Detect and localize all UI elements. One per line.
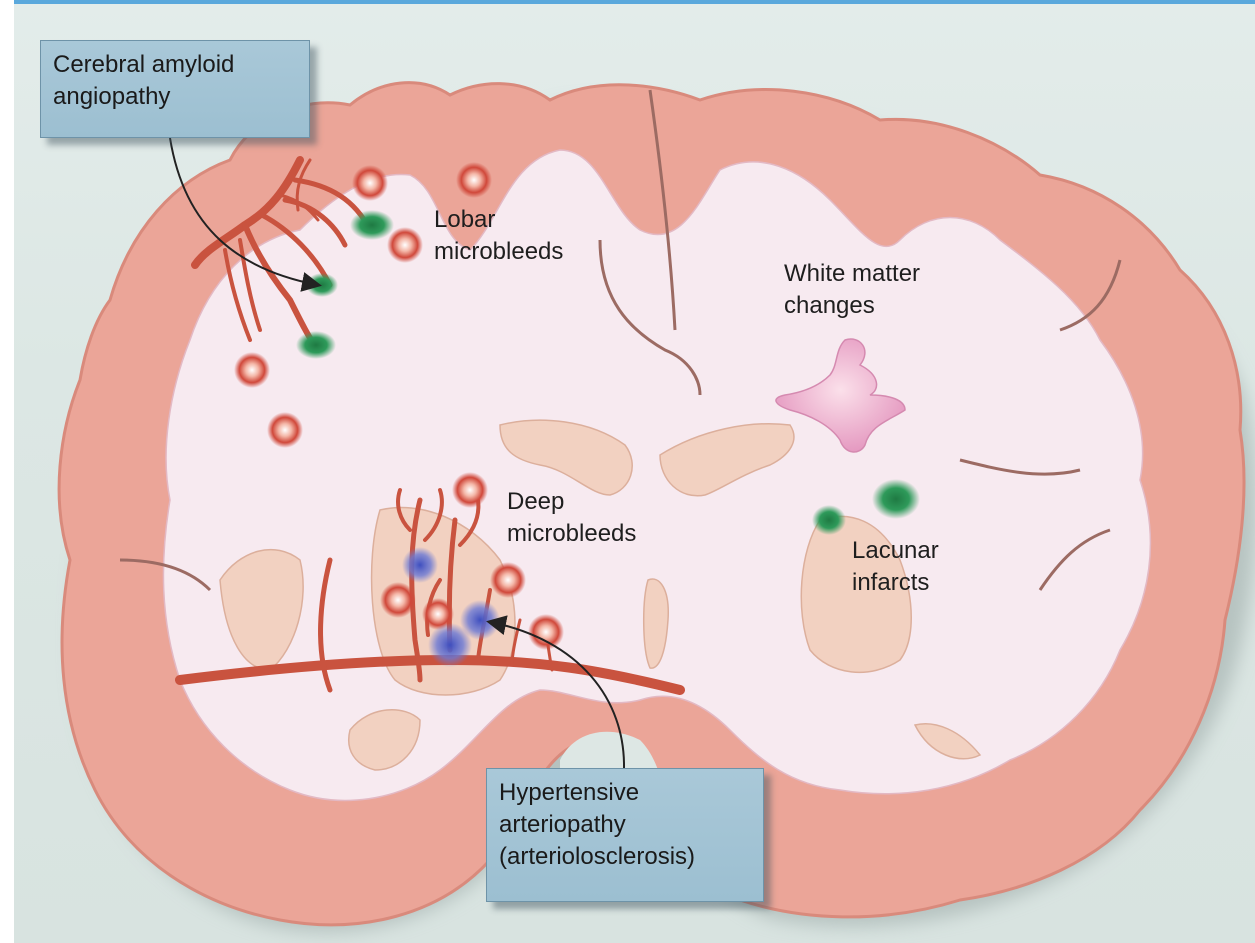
microbleed: [456, 162, 492, 198]
callout-hypertensive-arteriopathy: Hypertensive arteriopathy (arterioloscle…: [486, 768, 764, 902]
microbleed: [490, 562, 526, 598]
microbleed: [267, 412, 303, 448]
microbleed: [452, 472, 488, 508]
lacunar-infarct: [812, 505, 846, 535]
label-lacunar-infarcts: Lacunar infarcts: [852, 535, 939, 599]
microbleed: [380, 582, 416, 618]
callout-cerebral-amyloid-angiopathy: Cerebral amyloid angiopathy: [40, 40, 310, 138]
label-lobar-microbleeds: Lobar microbleeds: [434, 204, 563, 268]
microbleed: [528, 614, 564, 650]
microbleed: [352, 165, 388, 201]
microbleed: [387, 227, 423, 263]
lacunar-infarct: [872, 479, 920, 519]
microbleed: [234, 352, 270, 388]
label-deep-microbleeds: Deep microbleeds: [507, 486, 636, 550]
label-white-matter-changes: White matter changes: [784, 258, 920, 322]
